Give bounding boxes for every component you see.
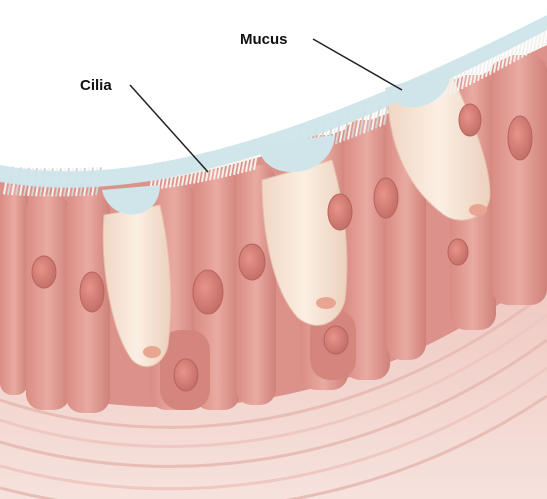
nucleus — [193, 270, 223, 314]
mucus-leader-line — [313, 39, 402, 90]
nucleus — [324, 326, 348, 354]
nucleus — [328, 194, 352, 230]
nucleus — [448, 239, 468, 265]
goblet-nucleus — [316, 297, 336, 309]
nucleus — [80, 272, 104, 312]
cilia-leader-line — [130, 85, 208, 172]
nucleus — [508, 116, 532, 160]
ciliated-cell — [0, 185, 28, 395]
ciliated-cell — [492, 55, 547, 305]
nucleus — [174, 359, 198, 391]
nucleus — [32, 256, 56, 288]
goblet-nucleus — [143, 346, 161, 358]
nucleus — [459, 104, 481, 136]
ciliated-cell — [26, 195, 70, 410]
cilia-label: Cilia — [80, 77, 112, 94]
nucleus — [239, 244, 265, 280]
nucleus — [374, 178, 398, 218]
mucus-label: Mucus — [240, 31, 288, 48]
goblet-nucleus — [469, 204, 487, 216]
